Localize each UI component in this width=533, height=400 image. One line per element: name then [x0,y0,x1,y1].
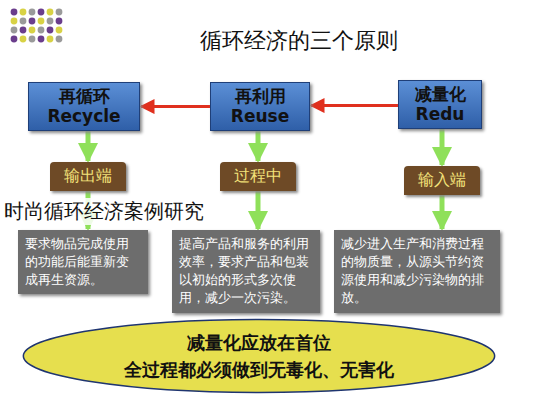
description-box: 提高产品和服务的利用效率，要求产品和包装以初始的形式多次使用，减少一次污染。 [172,230,320,313]
decor-dot [29,18,36,25]
summary-ellipse: 减量化应放在首位全过程都必须做到无毒化、无害化 [20,318,498,394]
node-text: 再利用 [235,87,286,107]
node-text: 输入端 [418,170,466,191]
decor-dot [20,27,27,34]
decor-dot [20,36,27,43]
decor-dot [20,9,27,16]
decor-dot [47,9,54,16]
flow-arrow [311,104,398,107]
node-text: 输出端 [64,166,112,187]
decor-dot [38,27,45,34]
principle-box: 再利用Reuse [210,82,310,131]
ellipse-shape [20,318,498,394]
decor-dot [56,36,63,43]
node-text: 减量化应放在首位 [187,329,331,356]
node-text: 全过程都必须做到无毒化、无害化 [124,356,394,383]
down-arrow [256,131,261,161]
decor-dot [56,18,63,25]
decor-dot [38,9,45,16]
node-text: 减量化 [415,85,466,105]
description-box: 要求物品完成使用的功能后能重新变成再生资源。 [18,230,148,294]
decor-dot [11,36,18,43]
decor-dot [11,18,18,25]
down-arrow [256,191,261,229]
decor-dot [47,18,54,25]
stage-tab: 输出端 [50,162,126,191]
decor-dot [11,27,18,34]
node-text: 再循环 [59,87,110,107]
stage-tab: 输入端 [404,166,480,195]
decor-dot [47,27,54,34]
diagram-title: 循环经济的三个原则 [200,26,398,56]
decor-dot [56,27,63,34]
node-text: 过程中 [234,166,282,187]
node-text: 减少进入生产和消费过程的物质量，从源头节约资源使用和减少污染物的排放。 [341,235,493,308]
principle-box: 减量化Redu [398,80,482,129]
decor-dot [38,36,45,43]
decor-dot [47,36,54,43]
node-text: Redu [416,105,465,125]
decor-dot [29,36,36,43]
decor-dot [29,9,36,16]
stage-tab: 过程中 [220,162,296,191]
node-text: Recycle [47,107,120,127]
down-arrow [440,129,445,165]
decor-dot [20,18,27,25]
down-arrow [440,195,445,229]
decor-dot [29,27,36,34]
node-text: 要求物品完成使用的功能后能重新变成再生资源。 [25,235,141,289]
description-box: 减少进入生产和消费过程的物质量，从源头节约资源使用和减少污染物的排放。 [334,230,500,313]
decor-dot [56,9,63,16]
node-text: 提高产品和服务的利用效率，要求产品和包装以初始的形式多次使用，减少一次污染。 [179,235,313,308]
principle-box: 再循环Recycle [28,82,140,131]
flow-arrow [141,105,210,108]
decor-dot [11,9,18,16]
overlay-label: 时尚循环经济案例研究 [2,198,206,225]
down-arrow [86,131,91,161]
decor-dot [38,18,45,25]
node-text: Reuse [231,107,289,127]
